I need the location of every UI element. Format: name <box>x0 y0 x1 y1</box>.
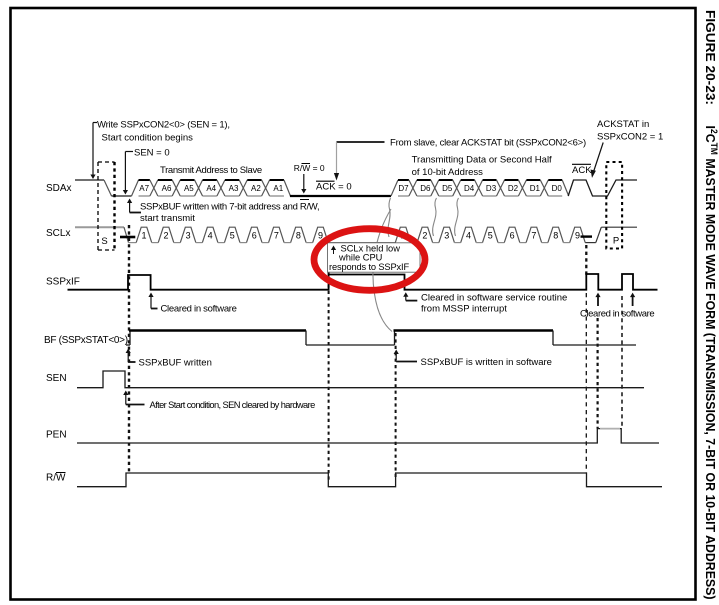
svg-text:A5: A5 <box>184 184 194 193</box>
svg-text:Write SSPxCON2<0> (SEN = 1),: Write SSPxCON2<0> (SEN = 1), <box>97 120 230 131</box>
svg-text:D1: D1 <box>530 184 541 193</box>
svg-text:PEN: PEN <box>46 430 67 441</box>
svg-text:FIGURE 20-23:: FIGURE 20-23: <box>703 10 718 105</box>
svg-text:SDAx: SDAx <box>46 183 72 194</box>
svg-text:SCLx: SCLx <box>46 228 70 239</box>
svg-text:while CPU: while CPU <box>338 253 382 263</box>
svg-text:8: 8 <box>296 230 301 240</box>
svg-text:SSPxBUF written: SSPxBUF written <box>139 358 212 369</box>
svg-text:Cleared in software: Cleared in software <box>161 304 237 315</box>
svg-text:4: 4 <box>208 230 213 240</box>
svg-text:SSPxBUF is written in software: SSPxBUF is written in software <box>421 357 552 368</box>
svg-text:S: S <box>101 236 107 247</box>
svg-text:D0: D0 <box>552 184 563 193</box>
svg-text:D4: D4 <box>464 184 475 193</box>
svg-text:SSPxBUF written with 7-bit add: SSPxBUF written with 7-bit address and R… <box>140 202 319 213</box>
svg-text:R/W: R/W <box>46 473 66 484</box>
svg-text:P: P <box>613 236 619 247</box>
svg-text:2: 2 <box>164 230 169 240</box>
svg-text:7: 7 <box>531 230 536 240</box>
svg-text:SSPxCON2 = 1: SSPxCON2 = 1 <box>597 132 663 143</box>
svg-text:A4: A4 <box>206 184 216 193</box>
svg-text:Transmit Address to Slave: Transmit Address to Slave <box>160 165 262 176</box>
svg-text:D3: D3 <box>486 184 497 193</box>
svg-text:A6: A6 <box>162 184 172 193</box>
svg-text:A2: A2 <box>251 184 261 193</box>
svg-text:8: 8 <box>553 230 558 240</box>
svg-text:4: 4 <box>466 230 471 240</box>
svg-text:D7: D7 <box>398 184 409 193</box>
svg-text:9: 9 <box>575 230 580 240</box>
svg-text:1: 1 <box>141 230 146 240</box>
svg-text:3: 3 <box>186 230 191 240</box>
svg-text:2: 2 <box>422 230 427 240</box>
svg-text:SSPxIF: SSPxIF <box>46 277 80 288</box>
svg-text:SEN = 0: SEN = 0 <box>134 148 170 159</box>
svg-text:A1: A1 <box>273 184 283 193</box>
svg-text:BF (SSPxSTAT<0>): BF (SSPxSTAT<0>) <box>44 335 128 346</box>
svg-text:5: 5 <box>488 230 493 240</box>
svg-text:R/W = 0: R/W = 0 <box>294 163 325 173</box>
svg-text:D5: D5 <box>442 184 453 193</box>
svg-text:from MSSP interrupt: from MSSP interrupt <box>421 304 507 315</box>
svg-text:ACK: ACK <box>572 165 592 176</box>
svg-text:ACK = 0: ACK = 0 <box>316 181 352 192</box>
svg-text:6: 6 <box>252 230 257 240</box>
svg-text:A3: A3 <box>229 184 239 193</box>
svg-text:6: 6 <box>510 230 515 240</box>
svg-text:9: 9 <box>318 230 323 240</box>
svg-text:3: 3 <box>444 230 449 240</box>
svg-text:A7: A7 <box>139 184 149 193</box>
svg-text:SEN: SEN <box>46 373 67 384</box>
svg-text:5: 5 <box>230 230 235 240</box>
svg-text:D6: D6 <box>420 184 431 193</box>
svg-text:responds to SSPxIF: responds to SSPxIF <box>329 262 409 272</box>
svg-text:ACKSTAT in: ACKSTAT in <box>597 119 649 130</box>
svg-text:SCLx held low: SCLx held low <box>341 243 401 253</box>
svg-text:start transmit: start transmit <box>140 213 195 224</box>
svg-text:Cleared in software service ro: Cleared in software service routine <box>421 293 567 304</box>
svg-text:Cleared in software: Cleared in software <box>580 309 654 320</box>
svg-text:Start condition begins: Start condition begins <box>102 133 194 144</box>
svg-text:D2: D2 <box>508 184 519 193</box>
svg-text:I2CTM MASTER MODE WAVE FORM (T: I2CTM MASTER MODE WAVE FORM (TRANSMISSIO… <box>703 126 719 600</box>
svg-text:Transmitting Data or Second Ha: Transmitting Data or Second Half <box>412 154 552 165</box>
svg-text:7: 7 <box>274 230 279 240</box>
svg-text:After Start condition, SEN cle: After Start condition, SEN cleared by ha… <box>150 400 316 410</box>
svg-text:From slave, clear ACKSTAT bit: From slave, clear ACKSTAT bit (SSPxCON2<… <box>390 137 586 148</box>
svg-text:of 10-bit Address: of 10-bit Address <box>412 167 484 178</box>
